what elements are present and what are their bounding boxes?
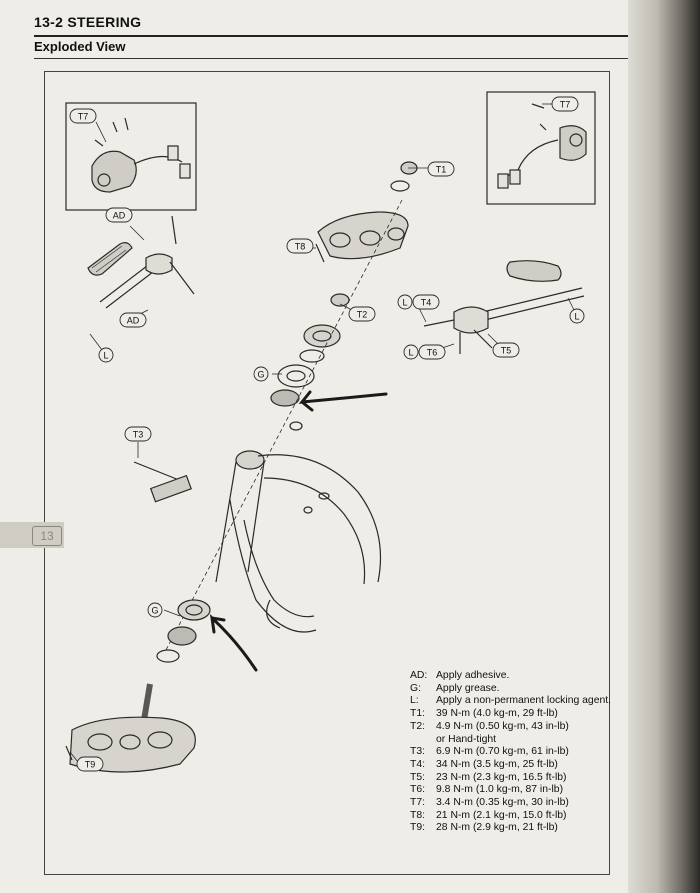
- svg-text:T3: T3: [133, 430, 144, 440]
- svg-text:T8: T8: [295, 242, 306, 252]
- assembly-axis: [165, 199, 403, 651]
- callout-AD-upper: AD: [105, 207, 133, 223]
- lower-triple-clamp: [65, 683, 196, 773]
- callout-T7-left: T7: [69, 108, 97, 124]
- section-tab-label: 13: [32, 526, 62, 546]
- svg-text:AD: AD: [113, 211, 126, 221]
- svg-text:G: G: [257, 370, 264, 380]
- callout-T4: T4: [412, 294, 440, 310]
- legend-row: or Hand-tight: [436, 733, 497, 745]
- svg-text:T5: T5: [501, 346, 512, 356]
- legend-row: T6:9.8 N-m (1.0 kg-m, 87 in-lb): [410, 784, 564, 796]
- upper-triple-clamp: [315, 211, 409, 263]
- lower-bearing-parts: [156, 599, 211, 663]
- left-switch-housing: [91, 117, 191, 193]
- torque-legend: AD:Apply adhesive. G:Apply grease. L:App…: [410, 670, 611, 835]
- head-pipe-frame: [215, 421, 382, 633]
- svg-text:T4: T4: [421, 298, 432, 308]
- svg-text:T2: T2: [357, 310, 368, 320]
- section-tab: 13: [0, 522, 64, 548]
- svg-text:T1: T1: [436, 165, 447, 175]
- annotation-arrow-lower: [209, 614, 258, 672]
- svg-text:T6: T6: [427, 348, 438, 358]
- legend-row: T5:23 N-m (2.3 kg-m, 16.5 ft-lb): [410, 771, 567, 783]
- header-rule: [34, 35, 646, 37]
- callout-L-left: L: [98, 347, 114, 363]
- callout-T3: T3: [124, 426, 152, 442]
- left-switch-inset: [65, 102, 197, 211]
- callout-G-upper: G: [253, 366, 269, 382]
- right-switch-housing: [497, 103, 587, 189]
- svg-text:T7: T7: [560, 100, 571, 110]
- legend-row: G:Apply grease.: [410, 682, 500, 694]
- page-subtitle: Exploded View: [34, 39, 126, 54]
- callout-T8: T8: [286, 238, 314, 254]
- page-header: 13-2 STEERING Exploded View: [34, 14, 646, 59]
- callout-L-T6: L: [403, 344, 419, 360]
- section-title: 13-2 STEERING: [34, 14, 142, 30]
- left-handlebar: [99, 215, 195, 309]
- legend-row: T3:6.9 N-m (0.70 kg-m, 61 in-lb): [410, 746, 569, 758]
- callout-AD-lower: AD: [119, 312, 147, 328]
- callout-G-lower: G: [147, 602, 163, 618]
- callout-T9: T9: [76, 756, 104, 772]
- book-spine-shadow: [628, 0, 700, 893]
- legend-row: T7:3.4 N-m (0.35 kg-m, 30 in-lb): [410, 797, 569, 809]
- right-grip: [506, 260, 562, 282]
- stem-head-nut: [390, 161, 418, 192]
- diagram-frame: [44, 71, 610, 875]
- legend-row: T1:39 N-m (4.0 kg-m, 29 ft-lb): [410, 708, 558, 720]
- svg-text:L: L: [574, 312, 579, 322]
- svg-text:L: L: [408, 348, 413, 358]
- svg-text:L: L: [103, 351, 108, 361]
- legend-row: T9:28 N-m (2.9 kg-m, 21 ft-lb): [410, 822, 558, 834]
- svg-text:T9: T9: [85, 760, 96, 770]
- callout-L-right-bar: L: [569, 308, 585, 324]
- annotation-arrow-upper: [298, 390, 388, 412]
- subtitle-rule: [34, 58, 646, 59]
- legend-row: AD:Apply adhesive.: [410, 670, 510, 681]
- legend-row: T4:34 N-m (3.5 kg-m, 25 ft-lb): [410, 758, 558, 770]
- headlight-bracket-bolt: [133, 461, 192, 503]
- left-grip: [87, 242, 133, 276]
- callout-T7-right: T7: [551, 96, 579, 112]
- svg-text:L: L: [402, 298, 407, 308]
- right-handlebar: [423, 287, 585, 354]
- legend-row: L:Apply a non-permanent locking agent.: [410, 695, 612, 707]
- callout-T6: T6: [418, 344, 446, 360]
- callout-L-T4: L: [397, 294, 413, 310]
- legend-row: T8:21 N-m (2.1 kg-m, 15.0 ft-lb): [410, 809, 567, 821]
- svg-text:AD: AD: [127, 316, 140, 326]
- upper-bearing-parts: [270, 324, 341, 407]
- right-switch-inset: [486, 91, 596, 205]
- svg-text:T7: T7: [78, 112, 89, 122]
- legend-row: T2:4.9 N-m (0.50 kg-m, 43 in-lb): [410, 720, 569, 732]
- callout-T5: T5: [492, 342, 520, 358]
- svg-text:G: G: [151, 606, 158, 616]
- callout-T2: T2: [348, 306, 376, 322]
- callout-T1: T1: [427, 161, 455, 177]
- steering-stem-nut: [330, 293, 350, 307]
